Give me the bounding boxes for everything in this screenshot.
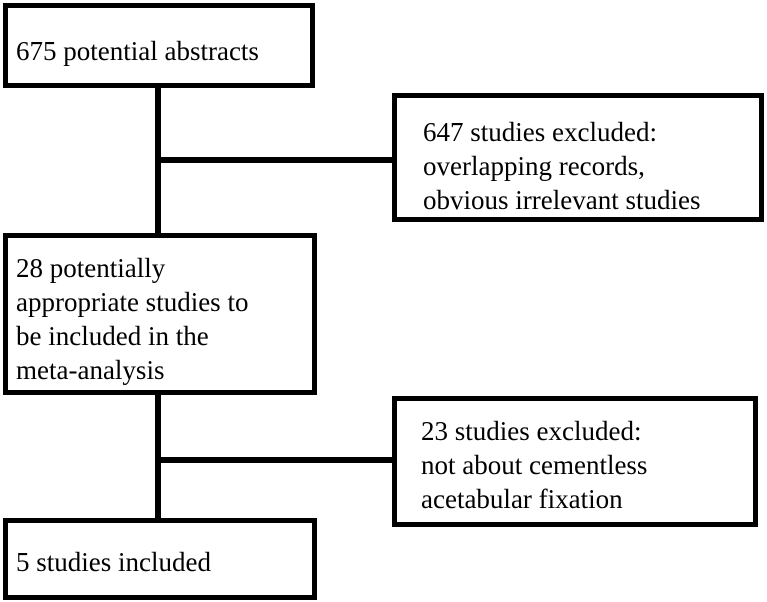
box-text-line: acetabular fixation [421,484,623,514]
connector-to-second-exclusion [158,457,392,463]
box-text-line: 675 potential abstracts [16,36,259,66]
box-text-line: 5 studies included [16,547,211,577]
included-studies-box: 5 studies included [3,518,317,600]
identified-abstracts-box: 675 potential abstracts [3,3,315,88]
screened-studies-box: 28 potentially appropriate studies to be… [3,233,317,395]
box-text-line: 23 studies excluded: [421,416,642,446]
second-exclusion-box: 23 studies excluded: not about cementles… [392,396,758,527]
box-text-line: 28 potentially [16,253,166,283]
connector-screened-to-included [155,395,161,518]
connector-to-first-exclusion [158,157,392,163]
first-exclusion-box: 647 studies excluded: overlapping record… [392,93,764,222]
box-text-line: obvious irrelevant studies [423,185,701,215]
box-text-line: 647 studies excluded: [423,117,657,147]
box-text-line: not about cementless [421,450,648,480]
box-text-line: be included in the [16,321,209,351]
box-text-line: appropriate studies to [16,287,249,317]
box-text-line: meta-analysis [16,355,165,385]
box-text-line: overlapping records, [423,151,645,181]
